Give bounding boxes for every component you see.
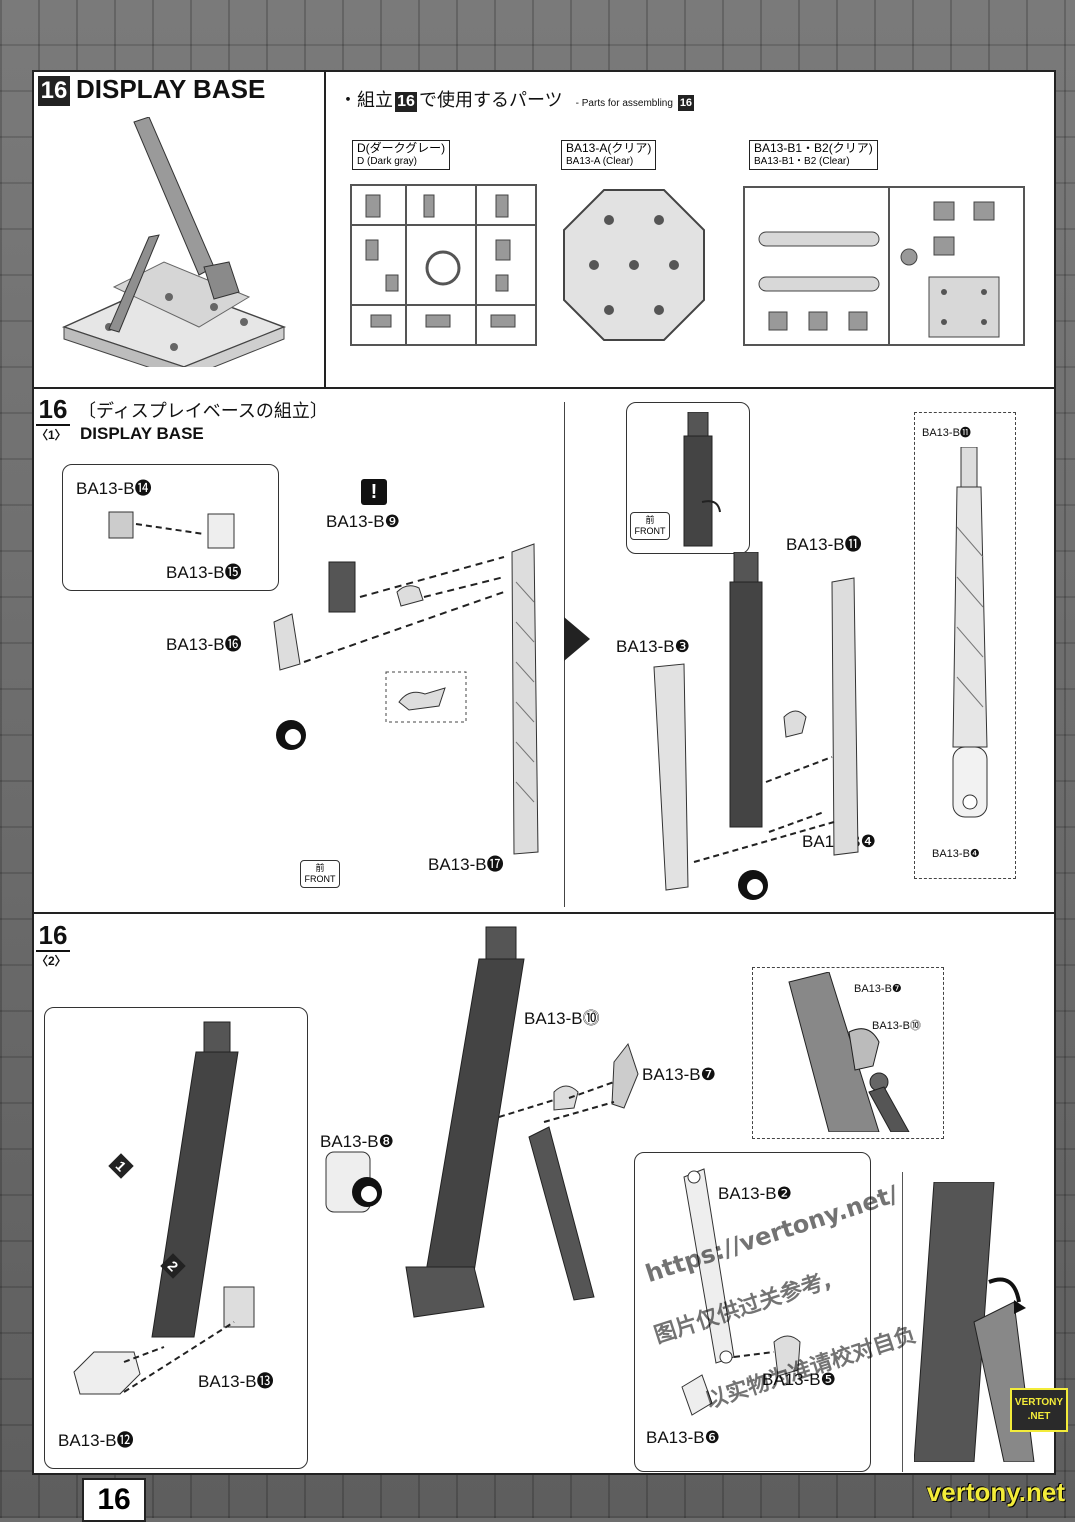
label-b10-small: BA13-B⓾ — [872, 1020, 921, 1032]
substep-number: 〈2〉 — [36, 954, 67, 968]
joint-closeup-illustration — [788, 972, 910, 1132]
label-b14: BA13-B⓮ — [76, 479, 152, 498]
step-number: 16 — [36, 920, 70, 952]
divider — [324, 72, 326, 387]
divider — [34, 912, 1054, 914]
substep-title-en: DISPLAY BASE — [80, 424, 204, 443]
section-title: DISPLAY BASE — [76, 74, 266, 104]
label-b7-small: BA13-B❼ — [854, 983, 902, 995]
label-b3: BA13-B❸ — [616, 637, 690, 656]
runner-label-ba13b: BA13-B1・B2(クリア) BA13-B1・B2 (Clear) — [749, 140, 878, 170]
front-indicator: 前 FRONT — [630, 512, 670, 540]
display-base-illustration — [61, 117, 287, 367]
b14-b15-illustration — [108, 511, 235, 549]
step-number-badge: 16 — [38, 76, 70, 106]
step1-left-illustration — [273, 543, 539, 855]
substep-title-jp: 〔ディスプレイベースの組立〕 — [78, 401, 328, 421]
assembled-frame-illustration — [952, 447, 988, 818]
label-b6: BA13-B❻ — [646, 1428, 720, 1447]
runner-d-illustration — [350, 184, 537, 346]
step1-right-illustration — [653, 552, 859, 891]
divider — [902, 1172, 903, 1472]
parts-used-jp: で使用するパーツ — [419, 90, 563, 110]
parts-step-badge-small: 16 — [677, 95, 694, 111]
runner-label-ba13a: BA13-A(クリア) BA13-A (Clear) — [561, 140, 657, 170]
label-b15: BA13-B⓯ — [166, 563, 242, 582]
caution-icon: ! — [361, 479, 387, 505]
front-indicator: 前 FRONT — [300, 860, 340, 888]
label-b12: BA13-B⓬ — [58, 1431, 134, 1450]
arm-parts-illustration — [681, 1168, 801, 1416]
detail-inset-b14-b15 — [62, 464, 279, 591]
runner-ba13b-illustration — [743, 186, 1025, 346]
vertony-logo: VERTONY .NET — [1010, 1388, 1068, 1432]
label-b11: BA13-B⓫ — [786, 535, 862, 554]
label-b9: BA13-B❾ — [326, 512, 400, 531]
cement-mark-icon — [276, 720, 306, 750]
label-b2: BA13-B❷ — [718, 1184, 792, 1203]
label-b7: BA13-B❼ — [642, 1065, 716, 1084]
next-step-arrow-icon — [564, 617, 590, 661]
cement-mark-icon — [352, 1177, 382, 1207]
label-b13: BA13-B⓭ — [198, 1372, 274, 1391]
label-b11-small: BA13-B⓫ — [922, 427, 971, 439]
label-b10: BA13-B⓾ — [524, 1009, 600, 1028]
divider — [34, 387, 1054, 389]
footer-watermark: vertony.net — [926, 1477, 1065, 1507]
substep-number: 〈1〉 — [36, 428, 67, 442]
parts-lead: ・組立 — [339, 90, 393, 110]
step2-left-illustration — [73, 1021, 255, 1395]
label-b17: BA13-B⓱ — [428, 855, 504, 874]
frame-closeup-illustration — [683, 412, 721, 547]
parts-used-en: - Parts for assembling — [575, 98, 673, 109]
label-b8: BA13-B❽ — [320, 1132, 394, 1151]
label-b4-small: BA13-B❹ — [932, 848, 980, 860]
runner-label-d: D(ダークグレー) D (Dark gray) — [352, 140, 451, 170]
page-number: 16 — [82, 1478, 146, 1522]
cement-mark-icon — [738, 870, 768, 900]
runner-ba13a-illustration — [563, 189, 705, 341]
parts-step-badge: 16 — [395, 92, 417, 112]
label-b16: BA13-B⓰ — [166, 635, 242, 654]
detail-inset-arm-parts — [634, 1152, 871, 1472]
step-number: 16 — [36, 394, 70, 426]
